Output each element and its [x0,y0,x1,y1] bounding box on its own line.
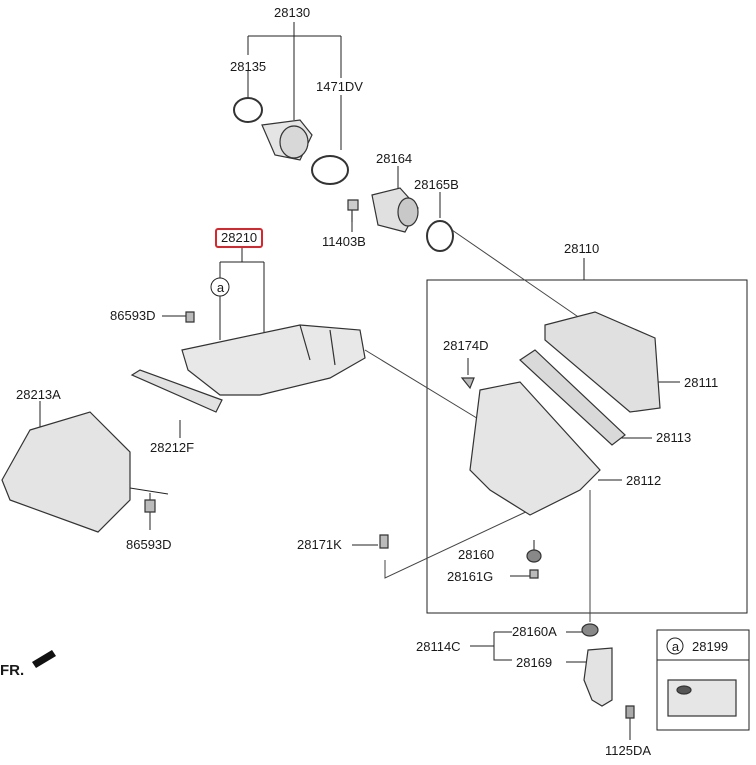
legend-circle-a [666,637,684,655]
label-11403B: 11403B [322,234,366,249]
label-28171K: 28171K [297,537,342,552]
callout-circle-a [210,277,230,297]
label-28210-highlighted: 28210 [215,228,264,248]
label-28112: 28112 [626,473,662,488]
bolt-28161G [529,569,539,579]
air-duct-28210 [181,324,366,396]
label-28111: 28111 [684,375,719,390]
label-28160A: 28160A [512,624,557,639]
label-28164: 28164 [376,151,413,166]
label-28165B: 28165B [414,177,459,192]
legend-label-a: a [671,639,680,654]
bracket-28130 [247,22,342,150]
label-28114C: 28114C [416,639,461,654]
grommet-28160 [526,549,542,563]
label-28135: 28135 [230,59,267,74]
connector-duct-to-housing [364,349,481,421]
callout-label-a: a [216,280,225,295]
label-28160: 28160 [458,547,495,562]
cover-28213A [1,411,131,533]
clip-86593D-bottom [144,499,156,513]
front-arrow-icon [32,650,56,668]
label-28110: 28110 [564,241,600,256]
housing-bottom-28112 [469,381,601,516]
o-ring-28165B [426,220,454,252]
bracket-28210 [219,248,265,340]
bolt-1125DA [625,705,635,719]
assembly-box-28110 [426,279,748,614]
grommet-28160A [581,623,599,637]
connector-filter-top [451,229,591,326]
front-direction-label: FR. [0,662,25,679]
bracket-28114C [470,631,512,661]
label-plate-28199 [667,679,737,717]
leader-bottom-right [129,487,169,495]
label-28161G: 28161G [447,569,494,584]
label-28130: 28130 [274,5,311,20]
clip-28174D [460,377,475,390]
label-28213A: 28213A [16,387,61,402]
clamp-28135 [233,97,263,123]
label-1471DV: 1471DV [316,79,363,94]
label-86593D-bottom: 86593D [126,537,172,552]
pin-28171K [379,534,389,549]
legend-box [656,629,750,731]
connector-28171K [384,509,531,579]
clamp-1471DV [311,155,349,185]
clip-86593D-top [185,311,195,323]
label-28113: 28113 [656,430,692,445]
guide-28212F [130,369,223,413]
label-28174D: 28174D [443,338,489,353]
label-28169: 28169 [516,655,553,670]
bolt-11403B [347,199,359,222]
label-86593D-top: 86593D [110,308,156,323]
label-1125DA: 1125DA [605,743,652,758]
bracket-28169 [583,647,613,707]
label-28199: 28199 [692,639,729,654]
label-28212F: 28212F [150,440,195,455]
filter-element-28113 [519,349,626,446]
housing-top-28111 [544,311,661,413]
